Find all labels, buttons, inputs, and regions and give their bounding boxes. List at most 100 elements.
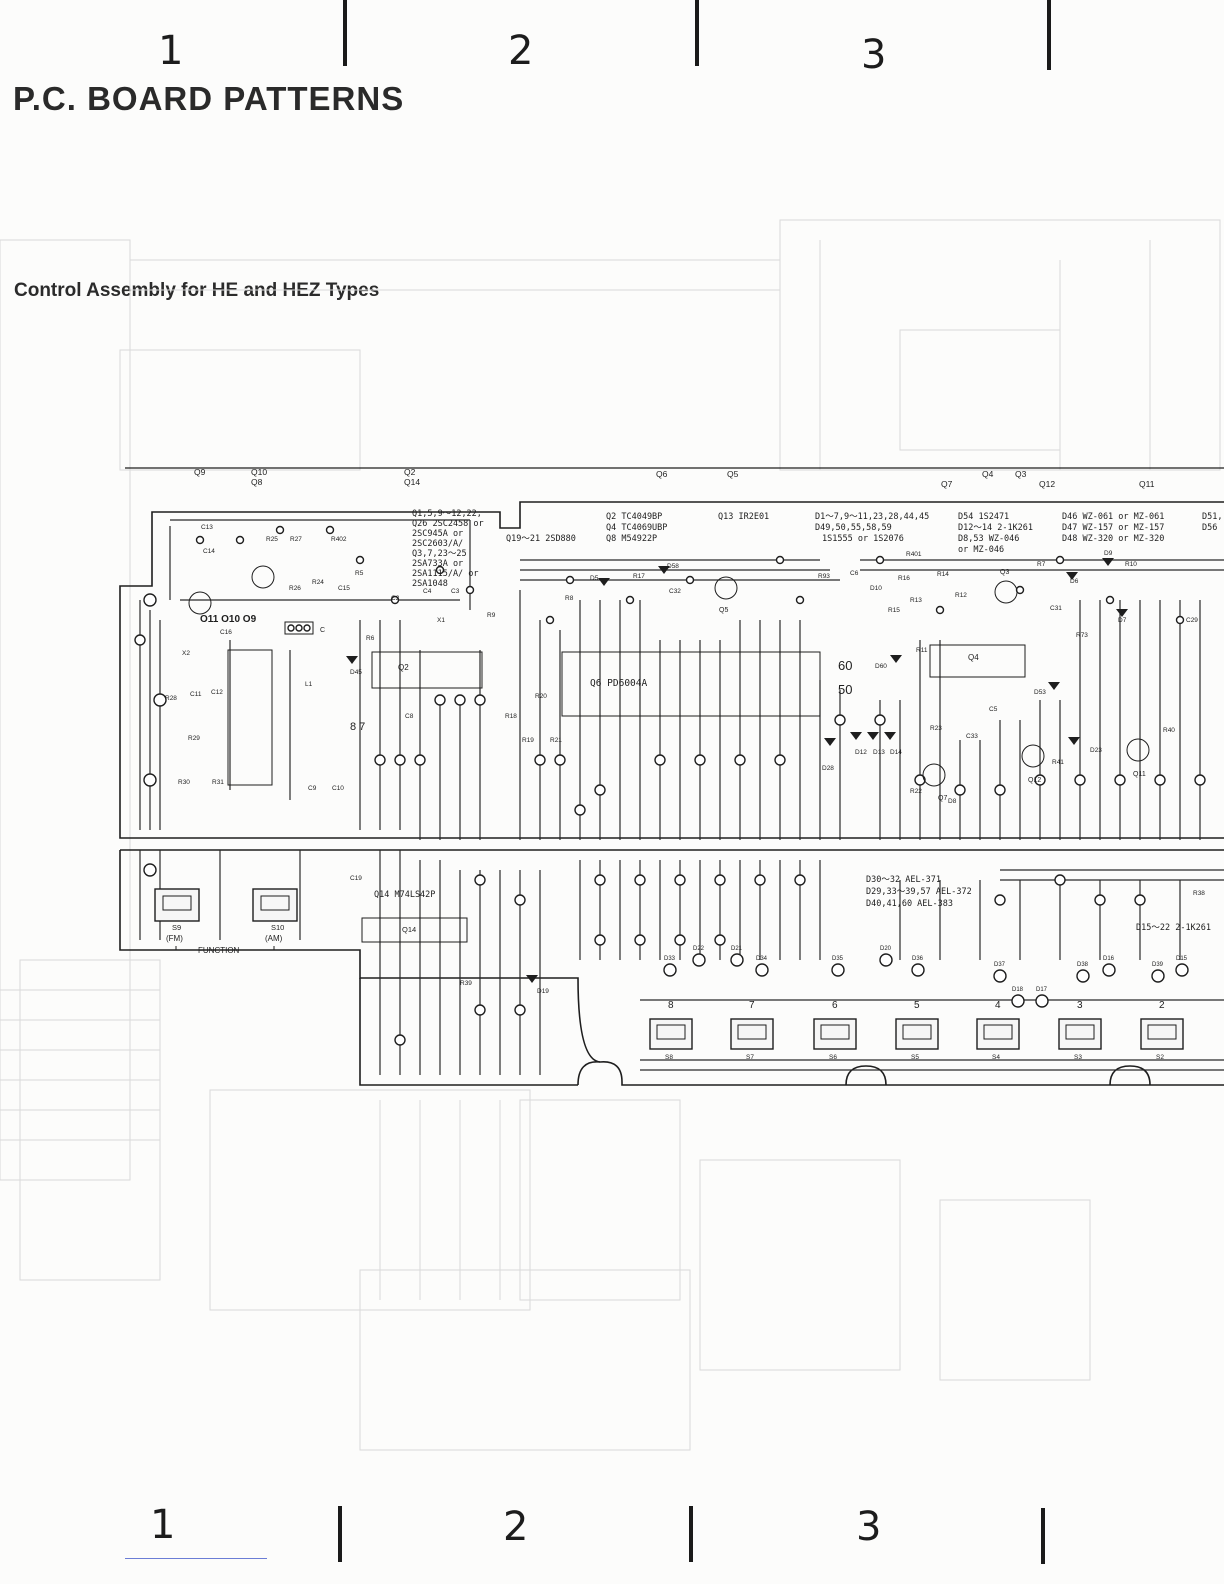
label-r20: R20 — [535, 693, 547, 700]
ic-legend: Q2 TC4049BP Q4 TC4069UBP Q8 M54922P Q13 … — [506, 512, 769, 544]
legend-line: D54 1S2471 — [958, 512, 1009, 522]
led-indicator: D15 — [1175, 956, 1189, 977]
ref-q7: Q7 — [941, 479, 953, 489]
legend-line: or MZ-046 — [958, 545, 1004, 555]
switch-actuator — [737, 1024, 767, 1040]
led-indicator: D36 — [911, 956, 925, 977]
switch-actuator — [983, 1024, 1013, 1040]
key-number: 3 — [1077, 1000, 1083, 1011]
grid-divider — [1041, 1508, 1045, 1564]
led-label: D21 — [731, 946, 743, 952]
led-label: D16 — [1103, 956, 1115, 962]
led-label: D34 — [756, 956, 768, 962]
label-d14: D14 — [890, 749, 902, 756]
label-r31: R31 — [212, 779, 224, 786]
label-r14: R14 — [937, 571, 949, 578]
led-body — [663, 963, 677, 977]
header-refs: Q9 Q10 Q8 Q2 Q14 Q6 Q5 Q7 Q4 Q3 Q12 Q11 — [125, 467, 1224, 489]
label-c12: C12 — [211, 689, 223, 696]
switch-actuator — [656, 1024, 686, 1040]
led-body — [831, 963, 845, 977]
led-body — [692, 953, 706, 967]
legend-line: D15～22 2-1K261 — [1136, 923, 1211, 933]
led-indicator: D35 — [831, 956, 845, 977]
board-outline — [119, 501, 1224, 1086]
key-switch: 4S4 — [976, 1000, 1020, 1061]
led-indicator: D34 — [755, 956, 769, 977]
label-c6: C6 — [850, 570, 859, 577]
label-r30: R30 — [178, 779, 190, 786]
ic-q2-label: Q2 — [398, 663, 409, 672]
ghost-pattern — [0, 219, 1221, 1451]
led-body — [1102, 963, 1116, 977]
grid-divider — [695, 0, 699, 66]
legend-line: D1～7,9～11,23,28,44,45 — [815, 512, 929, 522]
legend-line: 2SC2603/A/ — [412, 539, 463, 549]
label-d45: D45 — [350, 669, 362, 676]
switch-body — [730, 1018, 774, 1050]
label-r23: R23 — [930, 725, 942, 732]
legend-line: D40,41,60 AEL-383 — [866, 899, 953, 909]
switch-body — [813, 1018, 857, 1050]
ref-q6: Q6 — [656, 469, 668, 479]
label-r39: R39 — [460, 980, 472, 987]
led-label: D17 — [1036, 987, 1048, 993]
led-label: D15 — [1176, 956, 1188, 962]
label-r22: R22 — [910, 788, 922, 795]
ic-footprints: Q2 Q6 PD6004A Q4 Q14 — [227, 644, 1026, 943]
label-d6: D6 — [1070, 578, 1079, 585]
switch-s9 — [154, 888, 200, 922]
transistor-legend: Q1,5,9～12,22, Q26 2SC2458 or 2SC945A or … — [412, 509, 484, 589]
ic-q14-label: Q14 — [402, 925, 416, 934]
ref-q4: Q4 — [982, 469, 994, 479]
label-c16: C16 — [220, 629, 232, 636]
ic-q2 — [371, 651, 483, 689]
svg-text:50: 50 — [838, 682, 852, 697]
label-r16: R16 — [898, 575, 910, 582]
label-r12: R12 — [955, 592, 967, 599]
legend-line: D48 WZ-320 or MZ-320 — [1062, 534, 1164, 544]
label-d58: D58 — [667, 563, 679, 570]
legend-line: Q13 IR2E01 — [718, 512, 769, 522]
label-d23: D23 — [1090, 747, 1102, 754]
ref-q8: Q8 — [251, 477, 263, 487]
ic-q6 — [561, 651, 821, 717]
legend-line: 2SA1115/A/ or — [412, 569, 479, 579]
grid-divider — [1047, 0, 1051, 70]
svg-text:C: C — [320, 627, 325, 634]
label-r18: R18 — [505, 713, 517, 720]
led-body — [879, 953, 893, 967]
legend-line: Q26 2SC2458 or — [412, 519, 484, 529]
legend-line: D12～14 2-1K261 — [958, 523, 1033, 533]
label-x1: X1 — [437, 617, 445, 624]
led-body — [1151, 969, 1165, 983]
label-r29: R29 — [188, 735, 200, 742]
led-indicator: D16 — [1102, 956, 1116, 977]
grid-col-2-bottom: 2 — [503, 1504, 529, 1550]
legend-line: 2SA1048 — [412, 579, 448, 589]
switch-body — [895, 1018, 939, 1050]
label-r38: R38 — [1193, 890, 1205, 897]
label-d7: D7 — [1118, 617, 1127, 624]
function-label: FUNCTION — [198, 946, 240, 955]
led-indicator: D18 — [1011, 987, 1025, 1008]
ic-q8 — [227, 649, 273, 786]
led-label: D39 — [1152, 962, 1164, 968]
ic-q4-label: Q4 — [968, 653, 979, 662]
label-x2: X2 — [182, 650, 190, 657]
led-body — [1011, 994, 1025, 1008]
switch-body — [1058, 1018, 1102, 1050]
label-d9: D9 — [1104, 550, 1113, 557]
label-r19: R19 — [522, 737, 534, 744]
solder-pads — [134, 525, 1206, 1046]
am-label: (AM) — [265, 934, 283, 943]
label-c31: C31 — [1050, 605, 1062, 612]
label-r402: R402 — [331, 536, 347, 543]
diode-legend: D1～7,9～11,23,28,44,45 D49,50,55,58,59 1S… — [815, 512, 1033, 555]
label-r24: R24 — [312, 579, 324, 586]
switch-actuator — [1065, 1024, 1095, 1040]
q7-label: Q7 — [938, 795, 947, 802]
ref-q10: Q10 — [251, 467, 267, 477]
